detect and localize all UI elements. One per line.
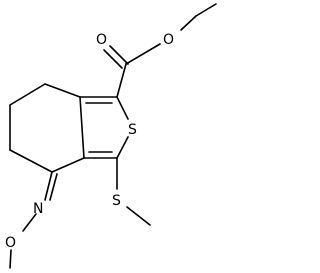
- atom-label-methoxy-oxygen: O: [5, 235, 16, 251]
- bond-c7-c6: [9, 83, 46, 106]
- bond-o-ch3: [9, 249, 12, 269]
- bond-c5-c4: [9, 149, 53, 173]
- bond-c3a-c7a: [79, 96, 85, 159]
- methylthio-group: [116, 157, 151, 226]
- bond-s-c3: [116, 136, 129, 159]
- bond-n-o: [22, 213, 37, 232]
- bond-o-carbonyl: [125, 43, 161, 65]
- bond-carbonyl-double-b: [103, 49, 123, 69]
- bond-carbonyl-ring: [116, 63, 127, 98]
- bond-c1-s: [116, 96, 129, 120]
- atom-label-thioether-sulfur: S: [112, 193, 121, 209]
- bond-ethyl-ch2-o: [180, 15, 197, 31]
- bond-c7a-c7: [44, 83, 81, 98]
- bond-ethyl-ch3: [195, 3, 217, 17]
- atom-label-carbonyl-oxygen: O: [96, 32, 107, 48]
- bond-s-ch3: [126, 206, 151, 226]
- atom-label-oxime-nitrogen: N: [33, 201, 43, 217]
- atom-label-ester-oxygen: O: [163, 32, 174, 48]
- thiophene-ring: [79, 96, 129, 159]
- bond-carbonyl-double-a: [109, 45, 129, 65]
- bond-c4-n-inner: [49, 173, 58, 201]
- methoxyimino-group: [9, 171, 58, 269]
- chemical-structure: O O S S N O: [5, 3, 217, 269]
- cyclohexene-ring: [9, 83, 85, 173]
- ethyl-ester-group: [103, 3, 217, 98]
- bond-c4-n-outer: [44, 171, 53, 201]
- atom-label-ring-sulfur: S: [128, 122, 137, 138]
- bond-c4-c3a: [51, 157, 85, 173]
